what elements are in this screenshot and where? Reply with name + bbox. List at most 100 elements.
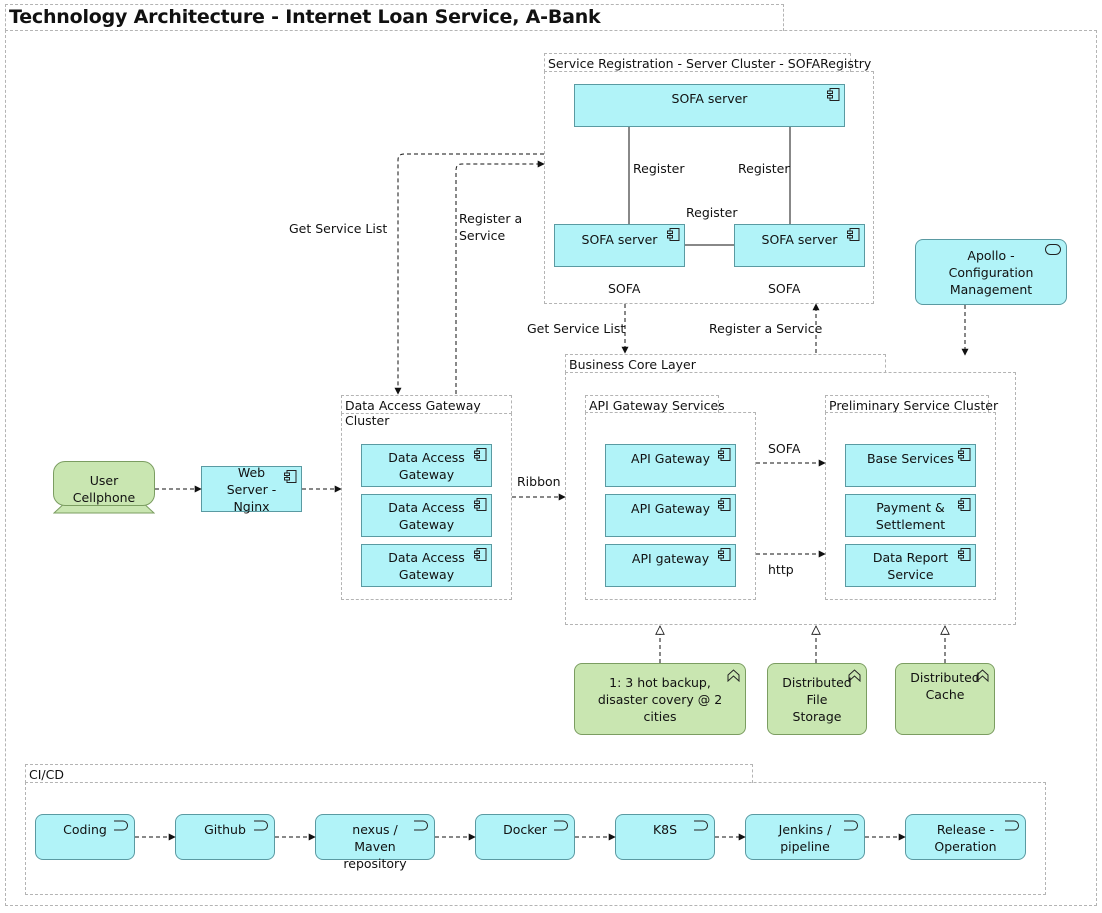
component-icon [718, 548, 731, 561]
user-cellphone[interactable]: User Cellphone [53, 461, 155, 506]
data-report-service[interactable]: Data Report Service [845, 544, 976, 587]
cicd-group [25, 782, 1046, 895]
cicd-step-nexus-label: nexus / Maven repository [343, 822, 407, 871]
requirement-cache[interactable]: Distributed Cache [895, 663, 995, 735]
requirement-icon [976, 669, 989, 682]
process-icon [554, 820, 568, 831]
cicd-step-jenkins[interactable]: Jenkins / pipeline [745, 814, 865, 860]
ribbon-label: Ribbon [517, 474, 561, 489]
register-label-right: Register [738, 161, 790, 176]
sofa-server-right[interactable]: SOFA server [734, 224, 865, 267]
process-icon [844, 820, 858, 831]
cicd-step-docker-label: Docker [503, 822, 547, 837]
component-icon [284, 470, 297, 483]
api-gateway-3-label: API gateway [631, 551, 710, 566]
base-services[interactable]: Base Services [845, 444, 976, 487]
user-cellphone-label: User Cellphone [72, 473, 136, 505]
sofa-server-left-label: SOFA server [581, 232, 658, 247]
process-icon [694, 820, 708, 831]
diagram-frame [5, 30, 1097, 906]
service-icon [1045, 244, 1061, 255]
cicd-step-coding[interactable]: Coding [35, 814, 135, 860]
http-link-label: http [768, 562, 794, 577]
payment-settlement[interactable]: Payment & Settlement [845, 494, 976, 537]
component-icon [718, 448, 731, 461]
cicd-step-jenkins-label: Jenkins / pipeline [778, 822, 832, 854]
diagram-title: Technology Architecture - Internet Loan … [9, 6, 601, 28]
process-icon [1005, 820, 1019, 831]
requirement-hot-backup[interactable]: 1: 3 hot backup, disaster covery @ 2 cit… [574, 663, 746, 735]
requirement-file-storage-label: Distributed File Storage [782, 674, 852, 724]
api-gateway-1-label: API Gateway [631, 451, 710, 466]
apollo-config-service[interactable]: Apollo - Configuration Management [915, 239, 1067, 305]
data-access-gateway-1[interactable]: Data Access Gateway [361, 444, 492, 487]
component-icon [958, 448, 971, 461]
data-access-gateway-3[interactable]: Data Access Gateway [361, 544, 492, 587]
data-report-service-label: Data Report Service [872, 549, 949, 582]
component-icon [958, 498, 971, 511]
cicd-step-nexus[interactable]: nexus / Maven repository [315, 814, 435, 871]
process-icon [414, 820, 428, 831]
cicd-step-docker[interactable]: Docker [475, 814, 575, 860]
get-service-list-label-right: Get Service List [527, 321, 626, 336]
data-access-gateway-3-label: Data Access Gateway [388, 549, 465, 582]
api-group [585, 412, 756, 600]
prelim-group [825, 412, 996, 600]
api-gateway-3[interactable]: API gateway [605, 544, 736, 587]
web-server-label: Web Server - Nginx [226, 464, 277, 514]
component-icon [474, 548, 487, 561]
base-services-label: Base Services [866, 451, 955, 466]
dag-group-label: Data Access Gateway Cluster [345, 398, 481, 428]
sofa-label-right: SOFA [768, 281, 801, 296]
data-access-gateway-1-label: Data Access Gateway [388, 449, 465, 482]
requirement-hot-backup-label: 1: 3 hot backup, disaster covery @ 2 cit… [597, 674, 723, 724]
get-service-list-link-left [394, 153, 544, 395]
register-label-left: Register [633, 161, 685, 176]
api-gateway-2-label: API Gateway [631, 501, 710, 516]
payment-settlement-label: Payment & Settlement [875, 499, 946, 532]
data-access-gateway-2[interactable]: Data Access Gateway [361, 494, 492, 537]
data-access-gateway-2-label: Data Access Gateway [388, 499, 465, 532]
api-gateway-2[interactable]: API Gateway [605, 494, 736, 537]
cicd-step-coding-label: Coding [63, 822, 107, 837]
register-a-service-link-left [455, 160, 545, 394]
dag-group-label-tab: Data Access Gateway Cluster [341, 395, 512, 428]
component-icon [847, 228, 860, 241]
component-icon [474, 448, 487, 461]
cicd-step-release-label: Release - Operation [934, 822, 997, 854]
sofa-label-left: SOFA [608, 281, 641, 296]
requirement-icon [848, 669, 861, 682]
apollo-label: Apollo - Configuration Management [948, 247, 1034, 297]
component-icon [474, 498, 487, 511]
sofa-server-right-label: SOFA server [761, 232, 838, 247]
process-icon [114, 820, 128, 831]
cicd-step-release[interactable]: Release - Operation [905, 814, 1026, 860]
api-group-label: API Gateway Services [585, 395, 725, 413]
sofa-server-left[interactable]: SOFA server [554, 224, 685, 267]
cicd-step-github[interactable]: Github [175, 814, 275, 860]
prelim-group-label: Preliminary Service Cluster [825, 395, 998, 413]
api-gateway-1[interactable]: API Gateway [605, 444, 736, 487]
register-a-service-label-right: Register a Service [709, 321, 823, 336]
requirement-icon [727, 669, 740, 682]
register-label-mid: Register [686, 205, 738, 220]
registry-group-label: Service Registration - Server Cluster - … [544, 53, 871, 72]
component-icon [827, 88, 840, 101]
requirement-cache-label: Distributed Cache [910, 670, 980, 702]
registry-group [544, 71, 874, 304]
diagram-title-tab: Technology Architecture - Internet Loan … [5, 4, 784, 31]
business-core-label: Business Core Layer [565, 354, 886, 373]
cicd-step-k8s[interactable]: K8S [615, 814, 715, 860]
component-icon [667, 228, 680, 241]
requirement-file-storage[interactable]: Distributed File Storage [767, 663, 867, 735]
web-server-nginx[interactable]: Web Server - Nginx [201, 464, 302, 514]
sofa-link-label: SOFA [768, 441, 801, 456]
cicd-step-github-label: Github [204, 822, 246, 837]
get-service-list-label-left: Get Service List [289, 221, 388, 236]
sofa-server-top[interactable]: SOFA server [574, 84, 845, 127]
register-a-service-label-left: Register a Service [459, 211, 523, 243]
sofa-server-top-label: SOFA server [671, 91, 748, 106]
cicd-group-label: CI/CD [25, 764, 753, 783]
dag-group [341, 413, 512, 600]
